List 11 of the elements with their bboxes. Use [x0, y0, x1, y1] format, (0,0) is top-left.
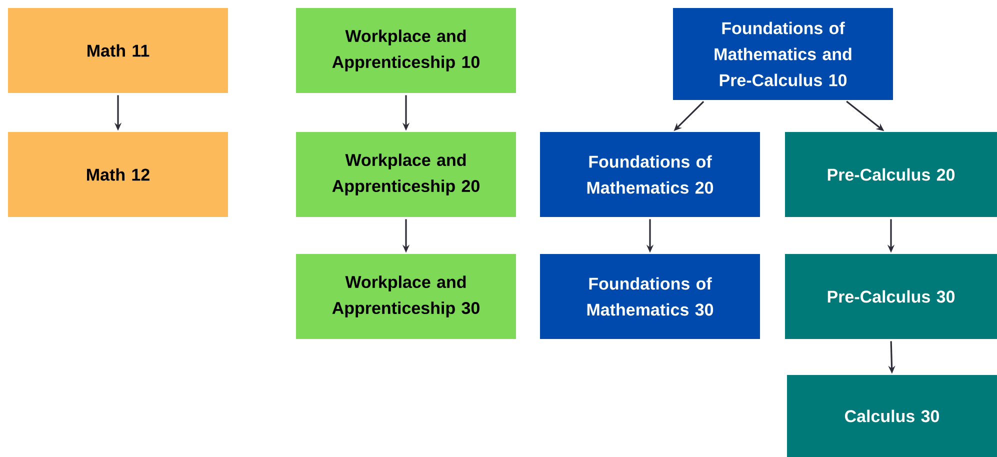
course-box: Calculus 30 [787, 374, 997, 457]
course-box: Foundations of Mathematics and Pre-Calculus 10 [673, 8, 893, 100]
course-box: Pre-Calculus 30 [785, 254, 997, 339]
course-box: Foundations of Mathematics 30 [540, 254, 760, 339]
course-box: Math 11 [8, 8, 228, 93]
course-box: Foundations of Mathematics 20 [540, 132, 760, 217]
course-box: Pre-Calculus 20 [785, 132, 997, 217]
course-box: Math 12 [8, 132, 228, 217]
course-box: Workplace and Apprenticeship 10 [296, 8, 516, 93]
course-box: Workplace and Apprenticeship 20 [296, 132, 516, 217]
course-box: Workplace and Apprenticeship 30 [296, 254, 516, 339]
